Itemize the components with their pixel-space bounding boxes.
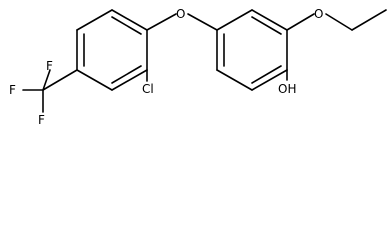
bond — [76, 9, 113, 31]
bond — [187, 13, 218, 31]
ethoxy-oxygen-label: O — [314, 7, 323, 21]
bond — [216, 9, 253, 31]
ethoxy-group — [286, 9, 387, 31]
bond — [42, 69, 51, 91]
fluorine-label-top: F — [46, 59, 53, 73]
bond — [111, 9, 148, 31]
chlorine-label: Cl — [142, 82, 154, 96]
right-benzene-ring — [216, 9, 288, 91]
double-bond — [251, 16, 282, 35]
bond — [251, 9, 288, 31]
trifluoromethyl-group — [22, 69, 78, 113]
bond — [351, 9, 387, 31]
hydroxyl-label: OH — [278, 82, 296, 96]
molecule-drawing: O O Cl OH F F F — [9, 7, 387, 127]
double-bond — [111, 65, 142, 84]
left-benzene-ring — [76, 9, 148, 91]
ether-linkage — [146, 13, 218, 31]
double-bond — [251, 65, 282, 84]
double-bond — [111, 16, 142, 35]
ether-oxygen-label: O — [176, 7, 185, 21]
bond — [76, 69, 113, 91]
fluorine-label-left: F — [9, 83, 16, 97]
fluorine-label-bottom: F — [38, 113, 45, 127]
bond — [42, 69, 78, 91]
bond — [216, 69, 253, 91]
chemical-structure-canvas: O O Cl OH F F F — [9, 7, 387, 127]
bond — [325, 13, 353, 31]
bond — [111, 69, 148, 91]
bond — [286, 13, 315, 31]
bond — [251, 69, 288, 91]
bond — [146, 13, 177, 31]
